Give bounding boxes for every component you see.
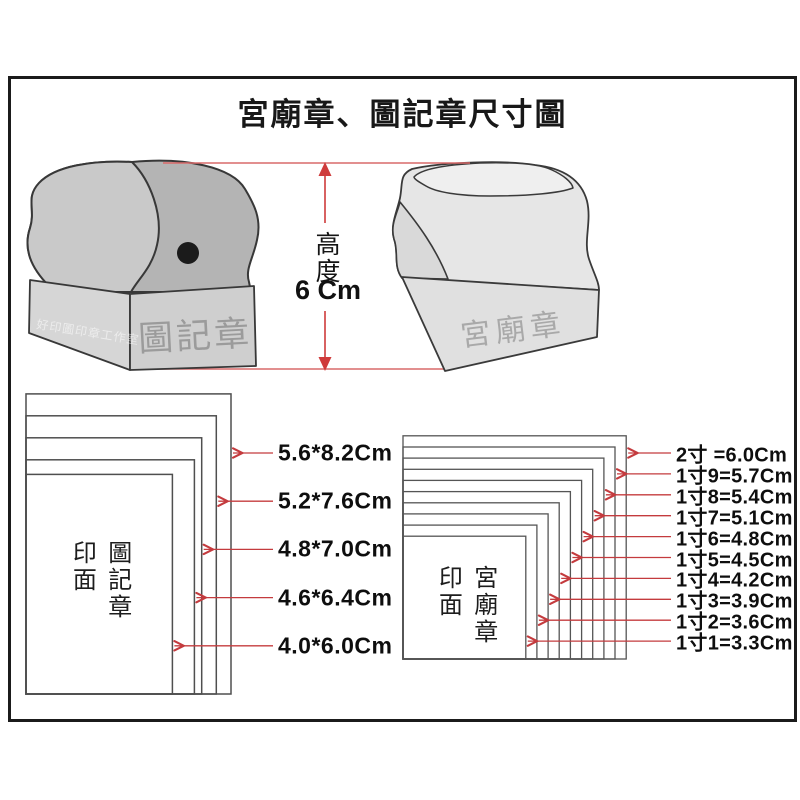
arrow-down-icon bbox=[318, 357, 332, 371]
size-rect bbox=[25, 393, 232, 695]
left-stamp-illustration bbox=[26, 159, 260, 371]
size-rect bbox=[402, 490, 572, 660]
height-dimension bbox=[163, 162, 470, 371]
right-stamp-illustration bbox=[391, 161, 600, 372]
size-rect bbox=[402, 446, 616, 660]
size-rect bbox=[402, 457, 605, 660]
right-stamp-handle-lobe bbox=[392, 201, 449, 280]
right-stamp-base-front-face bbox=[401, 276, 600, 372]
size-rect bbox=[402, 535, 527, 660]
right-stamp-top-face bbox=[413, 162, 574, 197]
size-rect bbox=[25, 437, 203, 695]
nested-rectangles-diagram bbox=[25, 393, 273, 695]
size-rect bbox=[25, 459, 196, 695]
size-rect bbox=[25, 473, 174, 695]
left-stamp-base-left-face bbox=[28, 279, 131, 371]
size-rect bbox=[402, 524, 538, 660]
left-stamp-base-front-face bbox=[129, 285, 257, 371]
left-stamp-handle-lobe bbox=[26, 160, 160, 293]
nested-squares-diagram bbox=[402, 435, 671, 660]
size-rect bbox=[25, 415, 218, 695]
left-stamp-dot bbox=[177, 242, 199, 264]
size-rect bbox=[402, 479, 583, 660]
arrow-up-icon bbox=[318, 162, 332, 176]
nested-size-diagrams bbox=[25, 393, 671, 695]
size-rect bbox=[402, 502, 560, 660]
size-rect bbox=[402, 468, 594, 660]
